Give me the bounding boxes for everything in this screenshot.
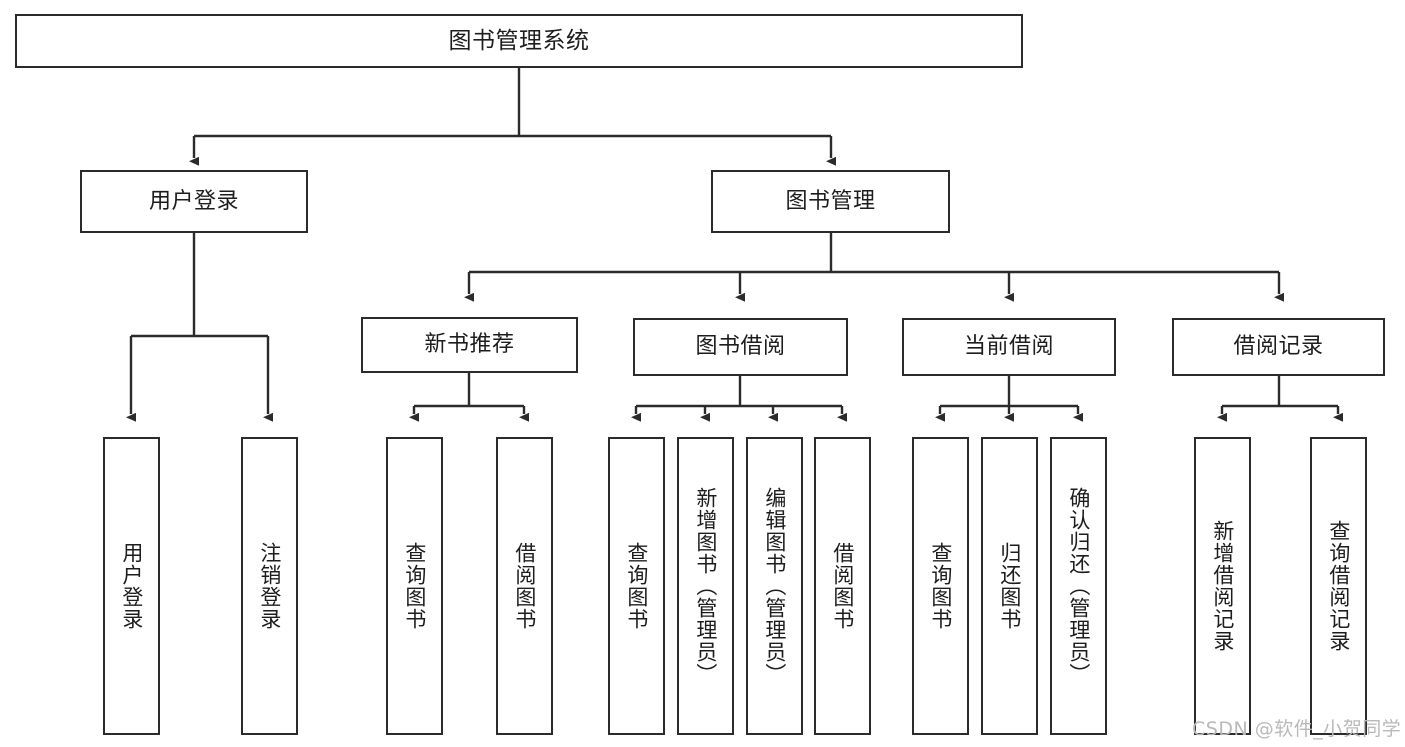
- node-book-borrow-label: 图书借阅: [695, 334, 786, 360]
- node-borrow-record-label: 借阅记录: [1233, 334, 1324, 360]
- node-leaf-add-borrow-record[interactable]: 新增借阅记录: [1194, 437, 1251, 735]
- node-leaf-newbook-query-book-label: 查询图书: [402, 542, 427, 630]
- node-leaf-borrow-query-book[interactable]: 查询图书: [608, 437, 665, 735]
- node-user-login-label: 用户登录: [148, 188, 239, 214]
- node-book-management[interactable]: 图书管理: [711, 170, 950, 233]
- node-leaf-add-borrow-record-label: 新增借阅记录: [1210, 520, 1235, 652]
- node-leaf-confirm-return-admin-label: 确认归还（管理员）: [1066, 487, 1091, 685]
- node-leaf-current-query-book-label: 查询图书: [928, 542, 953, 630]
- node-book-borrow[interactable]: 图书借阅: [633, 318, 848, 376]
- node-leaf-newbook-query-book[interactable]: 查询图书: [386, 437, 443, 735]
- node-leaf-user-logout[interactable]: 注销登录: [241, 437, 298, 735]
- node-leaf-user-login[interactable]: 用户登录: [103, 437, 160, 735]
- node-leaf-add-book-admin[interactable]: 新增图书（管理员）: [677, 437, 734, 735]
- node-root-label: 图书管理系统: [448, 27, 590, 54]
- node-current-borrow-label: 当前借阅: [963, 334, 1054, 360]
- node-new-book-recommend[interactable]: 新书推荐: [361, 317, 578, 373]
- node-leaf-confirm-return-admin[interactable]: 确认归还（管理员）: [1050, 437, 1107, 735]
- node-leaf-newbook-borrow-book[interactable]: 借阅图书: [496, 437, 553, 735]
- node-leaf-borrow-book[interactable]: 借阅图书: [814, 437, 871, 735]
- node-leaf-add-book-admin-label: 新增图书（管理员）: [693, 487, 718, 685]
- node-borrow-record[interactable]: 借阅记录: [1172, 318, 1385, 376]
- node-leaf-borrow-book-label: 借阅图书: [830, 542, 855, 630]
- node-book-management-label: 图书管理: [785, 188, 876, 214]
- node-leaf-query-borrow-record[interactable]: 查询借阅记录: [1310, 437, 1367, 735]
- node-leaf-query-borrow-record-label: 查询借阅记录: [1326, 520, 1351, 652]
- node-leaf-current-query-book[interactable]: 查询图书: [912, 437, 969, 735]
- node-current-borrow[interactable]: 当前借阅: [902, 318, 1116, 376]
- node-leaf-edit-book-admin[interactable]: 编辑图书（管理员）: [746, 437, 803, 735]
- node-leaf-user-logout-label: 注销登录: [257, 542, 282, 630]
- node-leaf-user-login-label: 用户登录: [119, 542, 144, 630]
- node-leaf-return-book[interactable]: 归还图书: [981, 437, 1038, 735]
- node-leaf-newbook-borrow-book-label: 借阅图书: [512, 542, 537, 630]
- node-leaf-borrow-query-book-label: 查询图书: [624, 542, 649, 630]
- node-leaf-return-book-label: 归还图书: [997, 542, 1022, 630]
- node-leaf-edit-book-admin-label: 编辑图书（管理员）: [762, 487, 787, 685]
- node-new-book-recommend-label: 新书推荐: [424, 332, 515, 358]
- node-user-login[interactable]: 用户登录: [80, 170, 308, 233]
- node-root-library-system[interactable]: 图书管理系统: [15, 14, 1023, 68]
